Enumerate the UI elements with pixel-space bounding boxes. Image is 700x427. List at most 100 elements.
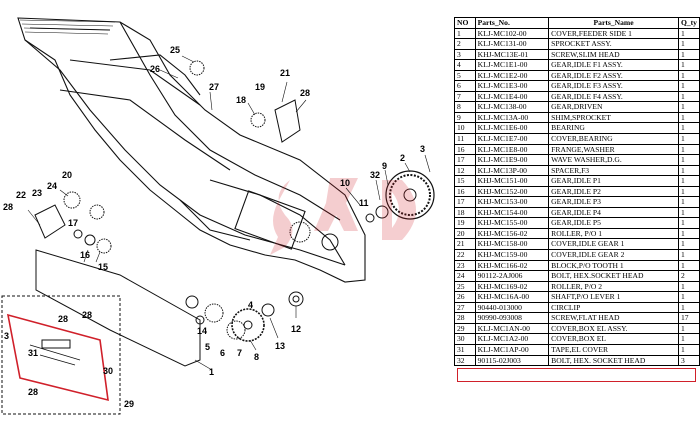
row-no: 6 — [454, 80, 476, 92]
row-no: 3 — [454, 48, 476, 61]
svg-text:31: 31 — [28, 348, 38, 358]
row-qty: 1 — [677, 80, 700, 92]
svg-text:32: 32 — [370, 170, 380, 180]
watermark-logo — [270, 178, 416, 255]
svg-text:17: 17 — [68, 218, 78, 228]
row-qty: 1 — [677, 101, 700, 113]
svg-text:16: 16 — [80, 250, 90, 260]
row-parts-no: KHJ-MC13E-01 — [474, 48, 550, 61]
row-no: 32 — [454, 354, 476, 367]
row-parts-no: KLJ-MC131-00 — [474, 38, 550, 50]
row-parts-no: KLJ-MC1AP-00 — [474, 343, 550, 356]
row-parts-no: KHJ-MC158-00 — [474, 238, 550, 251]
row-parts-name: BEARING — [548, 122, 679, 134]
row-no: 20 — [454, 227, 476, 240]
row-parts-no: KLJ-MC1E6-00 — [474, 122, 550, 134]
row-qty: 1 — [677, 301, 700, 314]
row-parts-name: GEAR,DRIVEN — [548, 101, 679, 113]
svg-text:3: 3 — [4, 331, 9, 341]
leader-lines — [27, 55, 431, 371]
row-parts-name: ROLLER, P/O 1 — [548, 227, 679, 240]
row-qty: 1 — [677, 143, 700, 156]
row-parts-name: BOLT, HEX.SOCKET HEAD — [548, 270, 679, 282]
row-qty: 3 — [677, 354, 700, 367]
svg-text:11: 11 — [359, 198, 369, 208]
row-parts-no: KLJ-MC13P-00 — [474, 164, 550, 177]
row-no: 8 — [454, 101, 476, 113]
row-parts-no: KHJ-MC155-00 — [474, 217, 550, 229]
row-parts-name: BOLT, HEX. SOCKET HEAD — [548, 354, 679, 367]
gear-parts — [63, 60, 389, 342]
row-qty: 1 — [677, 175, 700, 187]
row-no: 24 — [454, 270, 476, 282]
row-parts-name: BLOCK,P/O TOOTH 1 — [548, 259, 679, 272]
row-qty: 17 — [677, 312, 700, 324]
row-no: 23 — [454, 259, 476, 272]
row-qty: 1 — [677, 322, 700, 335]
row-no: 26 — [454, 291, 476, 303]
row-parts-name: FRANGE,WASHER — [548, 143, 679, 156]
row-parts-no: KHJ-MC153-00 — [474, 196, 550, 208]
row-parts-name: CIRCLIP — [548, 301, 679, 314]
row-qty: 2 — [677, 270, 700, 282]
row-no: 2 — [454, 38, 476, 50]
row-parts-no: KHJ-MC169-02 — [474, 280, 550, 293]
row-parts-name: SHIM,SPROCKET — [548, 111, 679, 124]
svg-text:9: 9 — [382, 161, 387, 171]
row-no: 17 — [454, 196, 476, 208]
row-no: 19 — [454, 217, 476, 229]
svg-text:14: 14 — [197, 326, 207, 336]
row-qty: 1 — [677, 249, 700, 261]
svg-text:26: 26 — [150, 64, 160, 74]
row-qty: 1 — [677, 217, 700, 229]
row-parts-name: SCREW,SLIM HEAD — [548, 48, 679, 61]
row-qty: 1 — [677, 69, 700, 82]
row-parts-name: SPROCKET ASSY. — [548, 38, 679, 50]
svg-text:5: 5 — [205, 342, 210, 352]
row-qty: 1 — [677, 164, 700, 177]
row-parts-no: KLJ-MC1E3-00 — [474, 80, 550, 92]
row-parts-no: 90990-093008 — [474, 312, 550, 324]
exploded-parts-diagram: 25 26 27 18 19 21 28 3 2 9 32 10 11 20 2… — [1, 17, 435, 415]
row-no: 22 — [454, 249, 476, 261]
row-parts-name: WAVE WASHER,D.G. — [548, 154, 679, 166]
row-no: 9 — [454, 111, 476, 124]
row-qty: 1 — [677, 280, 700, 293]
row-parts-no: KLJ-MC102-00 — [474, 27, 550, 40]
row-no: 31 — [454, 343, 476, 356]
svg-text:28: 28 — [28, 387, 38, 397]
svg-text:8: 8 — [254, 352, 259, 362]
row-parts-name: ROLLER, P/O 2 — [548, 280, 679, 293]
svg-text:25: 25 — [170, 45, 180, 55]
svg-text:22: 22 — [16, 190, 26, 200]
row-parts-name: GEAR,IDLE F1 ASSY. — [548, 59, 679, 71]
row-parts-no: KLJ-MC138-00 — [474, 101, 550, 113]
callout-numbers: 25 26 27 18 19 21 28 3 2 9 32 10 11 20 2… — [3, 45, 425, 409]
svg-text:28: 28 — [3, 202, 13, 212]
row-qty: 1 — [677, 206, 700, 219]
row-parts-name: GEAR,IDLE P1 — [548, 175, 679, 187]
row-no: 18 — [454, 206, 476, 219]
row-parts-name: GEAR,IDLE P2 — [548, 185, 679, 198]
row-qty: 1 — [677, 238, 700, 251]
row-parts-name: SCREW,FLAT HEAD — [548, 312, 679, 324]
row-parts-no: KHJ-MC166-02 — [474, 259, 550, 272]
row-parts-no: KLJ-MC1E1-00 — [474, 59, 550, 71]
row-qty: 1 — [677, 259, 700, 272]
row-parts-no: KLJ-MC1E7-00 — [474, 133, 550, 145]
row-parts-name: GEAR,IDLE P4 — [548, 206, 679, 219]
